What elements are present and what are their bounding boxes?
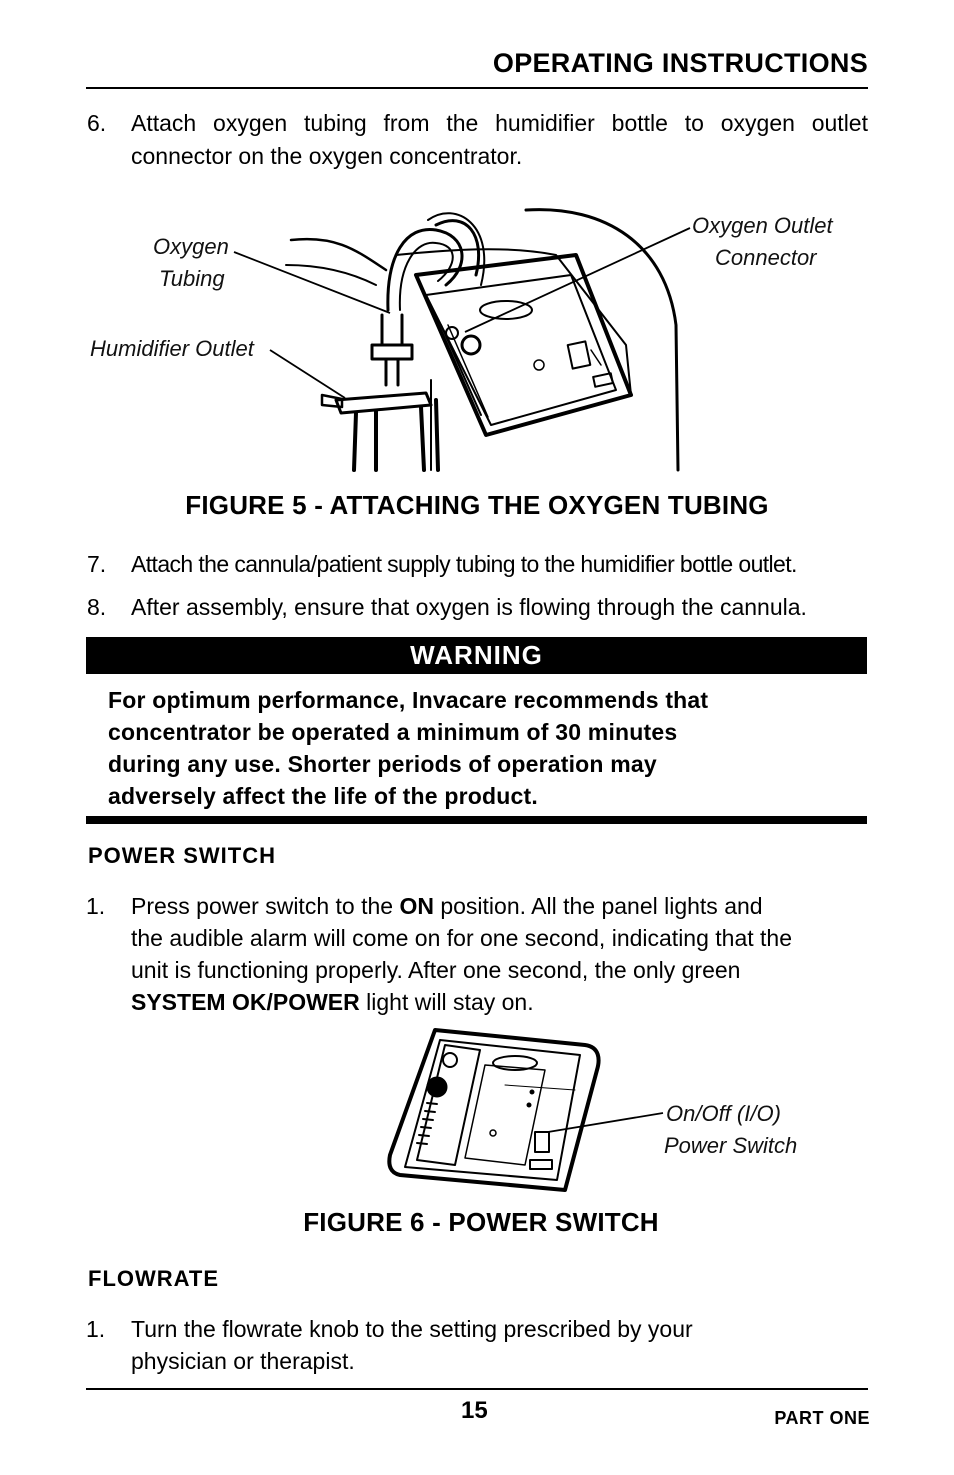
step-number: 7. xyxy=(87,551,107,577)
step-text: Attach the cannula/patient supply tubing… xyxy=(131,551,797,577)
on-emphasis: ON xyxy=(399,893,434,919)
warning-line: during any use. Shorter periods of opera… xyxy=(108,751,657,777)
flowrate-instructions: Turn the flowrate knob to the setting pr… xyxy=(131,1313,693,1377)
label-oxygen-outlet-connector: Oxygen Outlet xyxy=(692,213,833,238)
step-text: Attach oxygen tubing from the humidifier… xyxy=(131,110,868,136)
label-oxygen-tubing: Oxygen xyxy=(153,234,229,259)
step-text-continued: connector on the oxygen concentrator. xyxy=(131,143,523,169)
label-on-off-switch: On/Off (I/O) xyxy=(666,1101,781,1126)
warning-text: For optimum performance, Invacare recomm… xyxy=(108,684,838,812)
text-line: unit is functioning properly. After one … xyxy=(131,957,741,983)
label-oxygen-tubing-2: Tubing xyxy=(159,266,225,291)
section-heading-power-switch: POWER SWITCH xyxy=(88,843,276,868)
figure6-leader-line xyxy=(547,1112,664,1133)
footer-part-label: PART ONE xyxy=(774,1408,870,1428)
figure6-illustration xyxy=(387,1028,601,1192)
step-number: 1. xyxy=(86,893,106,919)
warning-line: concentrator be operated a minimum of 30… xyxy=(108,719,678,745)
warning-banner: WARNING xyxy=(86,637,867,674)
power-switch-instructions: Press power switch to the ON position. A… xyxy=(131,890,868,1018)
step-text: After assembly, ensure that oxygen is fl… xyxy=(131,594,807,620)
footer-rule xyxy=(86,1388,868,1390)
warning-line: adversely affect the life of the product… xyxy=(108,783,538,809)
text-run: light will stay on. xyxy=(359,989,534,1015)
figure5-title: FIGURE 5 - ATTACHING THE OXYGEN TUBING xyxy=(185,490,769,520)
text-line: Turn the flowrate knob to the setting pr… xyxy=(131,1316,693,1342)
label-oxygen-outlet-connector-2: Connector xyxy=(715,245,817,270)
step-number: 6. xyxy=(87,110,107,136)
figure5-leader-lines xyxy=(233,227,691,399)
page-number: 15 xyxy=(461,1397,488,1424)
label-power-switch: Power Switch xyxy=(664,1133,798,1158)
warning-bottom-rule xyxy=(86,816,867,824)
text-line: physician or therapist. xyxy=(131,1348,355,1374)
text-run: position. All the panel lights and xyxy=(433,893,763,919)
text-line: the audible alarm will come on for one s… xyxy=(131,925,793,951)
step-number: 8. xyxy=(87,594,107,620)
system-ok-emphasis: SYSTEM OK/POWER xyxy=(131,989,360,1015)
figure6-title: FIGURE 6 - POWER SWITCH xyxy=(303,1207,659,1237)
text-run: Press power switch to the xyxy=(131,893,400,919)
label-humidifier-outlet: Humidifier Outlet xyxy=(90,336,254,361)
header-rule xyxy=(86,87,868,89)
step-number: 1. xyxy=(86,1316,106,1342)
section-heading-flowrate: FLOWRATE xyxy=(88,1266,220,1291)
figure5-illustration xyxy=(285,208,680,472)
warning-line: For optimum performance, Invacare recomm… xyxy=(108,687,709,713)
page-header-title: OPERATING INSTRUCTIONS xyxy=(492,48,868,78)
